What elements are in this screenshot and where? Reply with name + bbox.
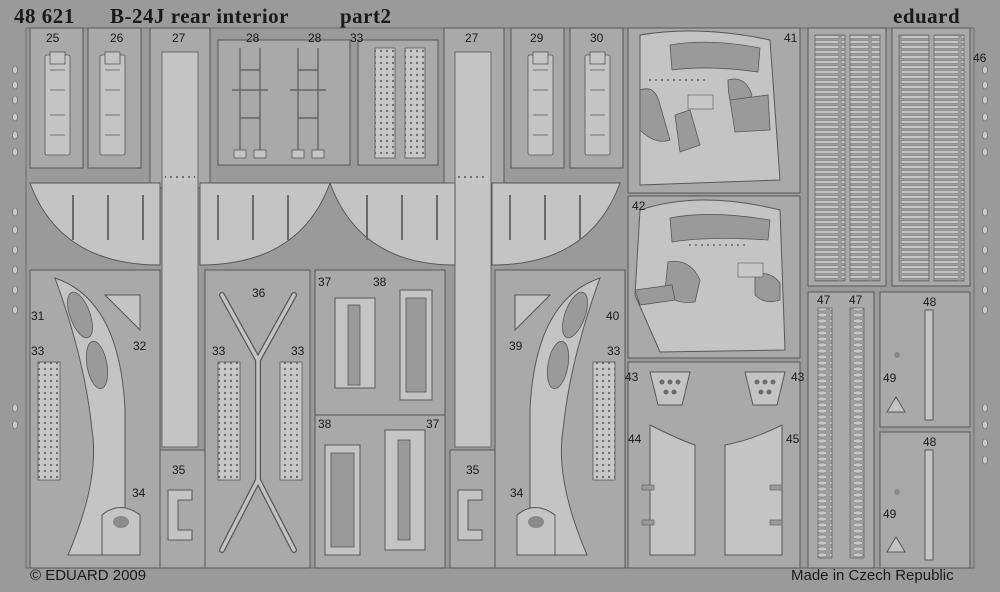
set-number: 48 621: [14, 4, 75, 28]
part-label: 25: [46, 31, 60, 45]
part-label: 35: [466, 463, 480, 477]
part-label: 43: [791, 370, 805, 384]
part-label: 42: [632, 199, 646, 213]
part-label: 29: [530, 31, 544, 45]
part-label: 43: [625, 370, 639, 384]
part-label: 39: [509, 339, 523, 353]
part-label: 27: [172, 31, 186, 45]
copyright-notice: © EDUARD 2009: [30, 567, 147, 584]
sheet-part: part2: [340, 4, 392, 28]
part-label: 27: [465, 31, 479, 45]
part-label: 49: [883, 507, 897, 521]
part-label: 36: [252, 286, 266, 300]
part-label: 45: [786, 432, 800, 446]
part-label: 28: [308, 31, 322, 45]
part-label: 35: [172, 463, 186, 477]
part-numbers: 25 26 27 28 28 33 27 29 30 41 46 42 31 3…: [31, 31, 987, 521]
part-label: 46: [973, 51, 987, 65]
part-label: 49: [883, 371, 897, 385]
sheet-title: B-24J rear interior: [110, 4, 290, 28]
part-label: 33: [291, 344, 305, 358]
part-label: 47: [817, 293, 831, 307]
part-label: 26: [110, 31, 124, 45]
part-label: 37: [318, 275, 332, 289]
part-label: 34: [132, 486, 146, 500]
part-label: 40: [606, 309, 620, 323]
part-label: 48: [923, 295, 937, 309]
part-label: 47: [849, 293, 863, 307]
part-label: 34: [510, 486, 524, 500]
part-label: 38: [373, 275, 387, 289]
part-label: 41: [784, 31, 798, 45]
part-label: 33: [31, 344, 45, 358]
part-label: 33: [607, 344, 621, 358]
part-label: 33: [350, 31, 364, 45]
part-label: 44: [628, 432, 642, 446]
origin-notice: Made in Czech Republic: [791, 567, 954, 584]
part-label: 38: [318, 417, 332, 431]
part-label: 32: [133, 339, 147, 353]
part-label: 30: [590, 31, 604, 45]
brand-logo: eduard: [893, 4, 961, 28]
part-label: 31: [31, 309, 45, 323]
part-label: 33: [212, 344, 226, 358]
part-label: 28: [246, 31, 260, 45]
part-label: 37: [426, 417, 440, 431]
part-label: 48: [923, 435, 937, 449]
